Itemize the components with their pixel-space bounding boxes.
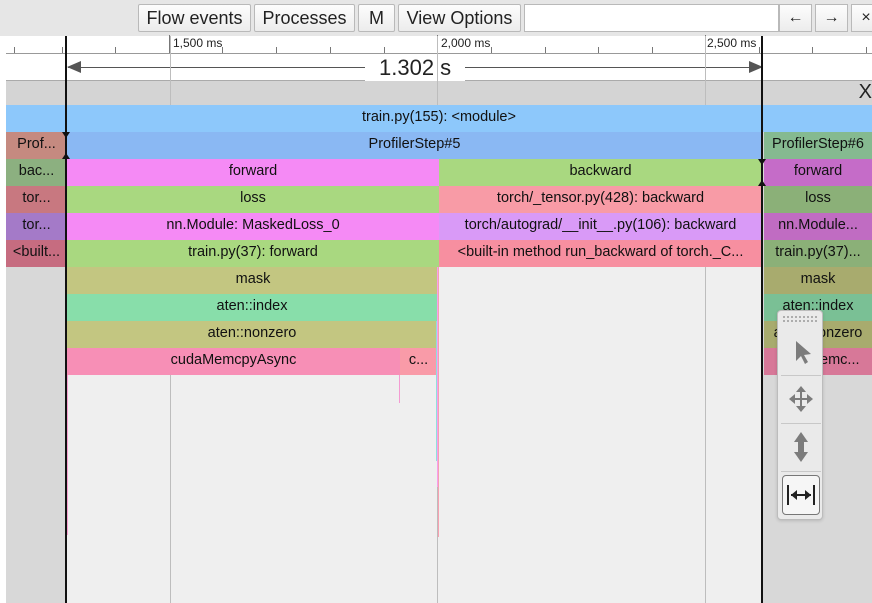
slice-aten-index[interactable]: aten::index xyxy=(67,294,437,321)
tick-label: 2,500 ms xyxy=(707,36,757,50)
selection-duration: 1.302 s xyxy=(365,55,466,81)
slice-autograd-backward[interactable]: torch/autograd/__init__.py(106): backwar… xyxy=(439,213,762,240)
slice-torch-prev[interactable]: tor... xyxy=(6,186,67,213)
close-search-button[interactable]: × xyxy=(851,4,872,32)
selection-measurement: 1.302 s xyxy=(6,54,872,81)
selection-start-line[interactable] xyxy=(65,36,67,603)
mouse-mode-palette xyxy=(777,310,823,520)
slice-backward-prev[interactable]: bac... xyxy=(6,159,67,186)
zoom-tool[interactable] xyxy=(782,427,820,467)
slice-mask[interactable]: mask xyxy=(67,267,439,294)
slice-forward[interactable]: forward xyxy=(67,159,439,186)
zoom-icon xyxy=(794,432,808,462)
prev-result-button[interactable]: ← xyxy=(779,4,812,32)
slice-masked-loss[interactable]: nn.Module: MaskedLoss_0 xyxy=(67,213,439,240)
slice-train-forward[interactable]: train.py(37): forward xyxy=(67,240,439,267)
timing-icon xyxy=(787,485,815,505)
select-tool[interactable] xyxy=(782,331,820,371)
time-ruler: 1,500 ms 2,000 ms 2,500 ms xyxy=(6,35,872,54)
slice-forward-next[interactable]: forward xyxy=(764,159,872,186)
selection-end-line[interactable] xyxy=(761,36,763,603)
slice-loss[interactable]: loss xyxy=(67,186,439,213)
pan-icon xyxy=(789,386,813,412)
next-result-button[interactable]: → xyxy=(815,4,848,32)
slice-torch-prev-2[interactable]: tor... xyxy=(6,213,67,240)
slice-profiler-step-prev[interactable]: Prof... xyxy=(6,132,67,159)
marker-icon xyxy=(62,132,70,159)
process-header[interactable]: X xyxy=(6,81,872,105)
processes-button[interactable]: Processes xyxy=(254,4,355,32)
slice-profiler-step-6[interactable]: ProfilerStep#6 xyxy=(764,132,872,159)
slice-tensor-backward[interactable]: torch/_tensor.py(428): backward xyxy=(439,186,762,213)
flow-events-button[interactable]: Flow events xyxy=(138,4,251,32)
pan-tool[interactable] xyxy=(782,379,820,419)
slice-cuda-short[interactable]: c... xyxy=(400,348,437,375)
search-input[interactable] xyxy=(524,4,779,32)
tick-label: 1,500 ms xyxy=(173,36,223,50)
slice-train-forward-next[interactable]: train.py(37)... xyxy=(764,240,872,267)
timing-tool[interactable] xyxy=(782,475,820,515)
slice-run-backward[interactable]: <built-in method run_backward of torch._… xyxy=(439,240,762,267)
tick-label: 2,000 ms xyxy=(441,36,491,50)
arrow-left-icon xyxy=(67,61,81,73)
marker-icon xyxy=(758,159,766,186)
slice-cuda-memcpy[interactable]: cudaMemcpyAsync xyxy=(67,348,400,375)
view-options-button[interactable]: View Options xyxy=(398,4,521,32)
slice-aten-nonzero[interactable]: aten::nonzero xyxy=(67,321,437,348)
slice-nn-module-next[interactable]: nn.Module... xyxy=(764,213,872,240)
arrow-right-icon xyxy=(749,61,763,73)
slice-module[interactable]: train.py(155): <module> xyxy=(6,105,872,132)
slice-builtin-prev[interactable]: <built... xyxy=(6,240,67,267)
drag-grip[interactable] xyxy=(782,315,818,323)
metadata-button[interactable]: M xyxy=(358,4,395,32)
slice-backward[interactable]: backward xyxy=(439,159,762,186)
slice-mask-next[interactable]: mask xyxy=(764,267,872,294)
toolbar: Flow events Processes M View Options ← →… xyxy=(0,0,872,36)
slice-loss-next[interactable]: loss xyxy=(764,186,872,213)
close-panel-button[interactable]: X xyxy=(858,81,872,103)
slice-profiler-step-5[interactable]: ProfilerStep#5 xyxy=(67,132,762,159)
select-icon xyxy=(796,341,811,364)
